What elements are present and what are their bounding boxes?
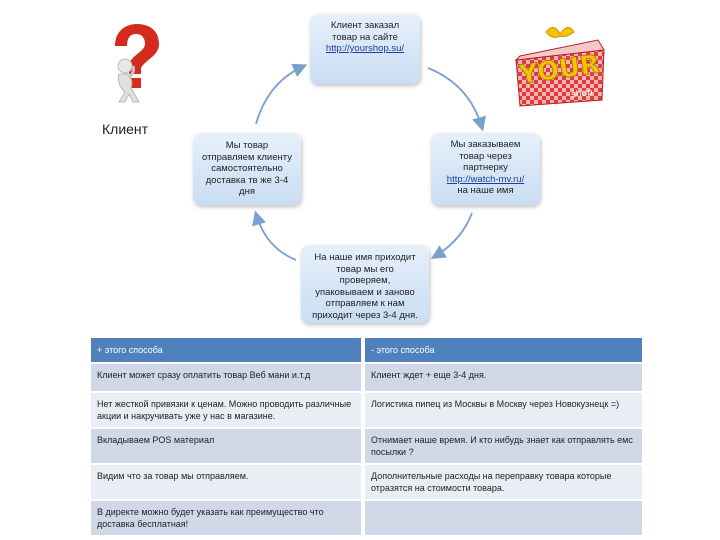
step-left-line-4: доставка тв же 3-4 (205, 174, 289, 186)
step-left-ship-to-client: Мы товар отправляем клиенту самостоятель… (193, 133, 301, 205)
step-right-line-3: партнерку (463, 162, 508, 173)
step-bottom-line-4: упаковываем и заново (315, 286, 415, 298)
table-cell-pro: Клиент может сразу оплатить товар Веб ма… (91, 362, 365, 392)
step-right-line-5: на наше имя (457, 185, 514, 196)
table-cell-pro: В директе можно будет указать как преиму… (91, 499, 365, 535)
step-bottom-goods-arrive: На наше имя приходит товар мы его провер… (301, 245, 429, 323)
table-cell-con: Логистика пипец из Москвы в Москву через… (363, 391, 642, 428)
table-cell-con: Клиент ждет + еще 3-4 дня. (363, 362, 642, 392)
table-row: В директе можно будет указать как преиму… (91, 499, 642, 535)
step-right-line-1: Мы заказываем (450, 139, 521, 150)
svg-text:shop: shop (571, 88, 594, 101)
step-bottom-line-1: На наше имя приходит (314, 252, 416, 263)
table-row: Видим что за товар мы отправляем. Дополн… (91, 463, 642, 500)
table-header-row: + этого способа - этого способа (91, 336, 642, 363)
step-bottom-line-6: приходит через 3-4 дня. (312, 309, 418, 321)
table-cell-con: Отнимает наше время. И кто нибудь знает … (363, 427, 642, 464)
table-cell-pro: Видим что за товар мы отправляем. (91, 463, 365, 500)
step-right-we-order: Мы заказываем товар через партнерку http… (431, 133, 540, 205)
step-left-line-1: Мы товар (225, 140, 269, 151)
client-label: Клиент (102, 121, 149, 137)
gift-box-logo: YOUR shop (514, 27, 605, 107)
arrow-bottom-to-left (252, 210, 297, 261)
arrow-right-to-bottom (430, 212, 473, 259)
step-bottom-line-5: отправляем к нам (325, 298, 405, 309)
step-top-line-2: товар на сайте (332, 31, 398, 43)
table-cell-pro: Вкладываем POS материал (91, 427, 365, 464)
pros-cons-table: + этого способа - этого способа Клиент м… (91, 336, 642, 535)
header-cons: - этого способа (363, 336, 642, 363)
table-row: Вкладываем POS материал Отнимает наше вр… (91, 427, 642, 464)
arrow-left-to-top (255, 63, 308, 125)
table-cell-con: Дополнительные расходы на переправку тов… (363, 463, 642, 500)
header-pros: + этого способа (91, 336, 365, 363)
table-row: Клиент может сразу оплатить товар Веб ма… (91, 362, 642, 392)
step-bottom-line-2: товар мы его (336, 263, 394, 275)
watch-mv-link[interactable]: http://watch-mv.ru/ (446, 173, 525, 185)
table-row: Нет жесткой привязки к ценам. Можно пров… (91, 391, 642, 428)
step-top-client-orders: Клиент заказал товар на сайте http://you… (310, 14, 420, 84)
step-bottom-line-3: проверяем, (339, 275, 391, 286)
step-left-line-3: самостоятельно (211, 163, 283, 174)
cycle-arrows (252, 63, 487, 261)
step-top-line-1: Клиент заказал (330, 20, 400, 31)
table-cell-con (363, 499, 642, 535)
question-mark-figure (115, 24, 159, 103)
step-right-line-2: товар через (459, 150, 512, 162)
arrow-top-to-right (427, 67, 487, 132)
step-left-line-5: дня (239, 186, 255, 197)
table-cell-pro: Нет жесткой привязки к ценам. Можно пров… (91, 391, 365, 428)
step-left-line-2: отправляем клиенту (202, 151, 292, 163)
yourshop-link[interactable]: http://yourshop.su/ (325, 43, 405, 54)
